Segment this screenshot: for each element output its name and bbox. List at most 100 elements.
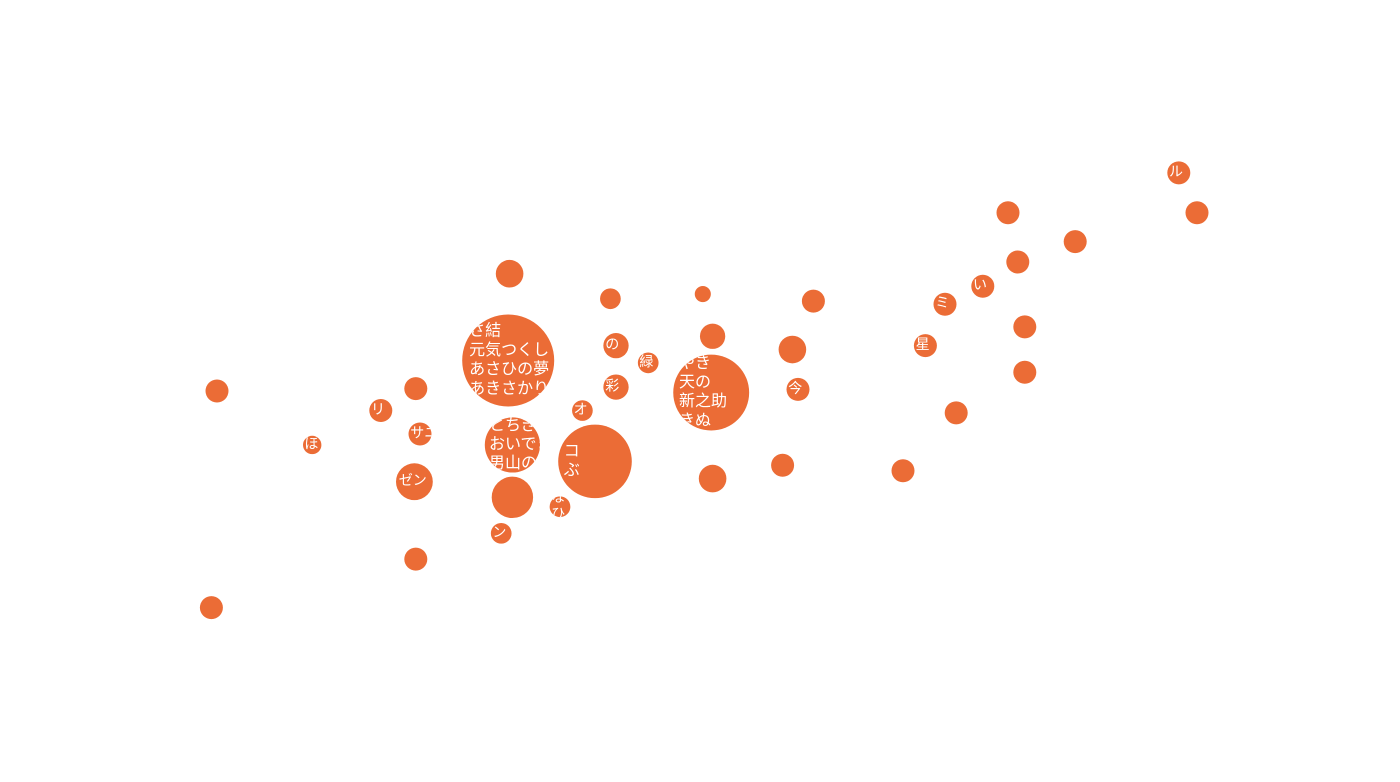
- bubble-point[interactable]: [396, 463, 433, 501]
- bubble-point[interactable]: [786, 377, 810, 401]
- bubble-label: 今: [788, 381, 802, 397]
- bubble-label: あさひの夢: [469, 359, 549, 378]
- bubble-point[interactable]: [462, 314, 555, 407]
- bubble-group[interactable]: [1006, 250, 1030, 274]
- bubble-point[interactable]: [369, 399, 393, 423]
- bubble-label: ぶ: [564, 460, 580, 479]
- bubble-group[interactable]: [404, 377, 428, 401]
- bubble-label: あきさかり: [469, 378, 549, 397]
- bubble-group[interactable]: [1013, 360, 1037, 384]
- bubble-label: ミ: [935, 296, 949, 312]
- bubble-group[interactable]: サニ: [408, 422, 439, 446]
- bubble-label: 男山の: [489, 453, 537, 472]
- bubble-point[interactable]: [996, 201, 1020, 225]
- bubble-point[interactable]: [490, 522, 512, 544]
- bubble-point[interactable]: [484, 417, 540, 473]
- bubble-point[interactable]: [891, 459, 915, 483]
- bubble-point[interactable]: [303, 435, 322, 455]
- bubble-label: さ結: [469, 321, 501, 340]
- bubble-group[interactable]: [1063, 230, 1087, 254]
- bubble-label: きぬ: [679, 410, 711, 429]
- bubble-point[interactable]: [694, 285, 711, 303]
- bubble-point[interactable]: [1063, 230, 1087, 254]
- bubble-point[interactable]: [199, 596, 223, 620]
- bubble-label: おいでま: [489, 434, 553, 453]
- bubble-group[interactable]: [694, 285, 711, 303]
- bubble-group[interactable]: ン: [490, 522, 512, 544]
- bubble-label: コ: [564, 441, 580, 460]
- bubble-point[interactable]: [801, 289, 825, 313]
- bubble-label: ル: [1169, 164, 1183, 180]
- bubble-label: の: [605, 337, 619, 353]
- bubble-group[interactable]: 彩: [603, 374, 629, 400]
- bubble-point[interactable]: [603, 374, 629, 400]
- bubble-point[interactable]: [1013, 360, 1037, 384]
- bubble-point[interactable]: [1167, 161, 1191, 185]
- bubble-group[interactable]: [1013, 315, 1037, 339]
- bubble-point[interactable]: [558, 424, 632, 499]
- bubble-point[interactable]: [1013, 315, 1037, 339]
- bubble-point[interactable]: [495, 259, 524, 288]
- bubble-label: オ: [574, 402, 588, 418]
- bubble-group[interactable]: ゼン: [396, 463, 433, 501]
- bubble-point[interactable]: [603, 332, 629, 359]
- bubble-point[interactable]: [637, 352, 659, 374]
- bubble-point[interactable]: [572, 400, 593, 421]
- bubble-group[interactable]: [600, 288, 621, 310]
- bubble-group[interactable]: [996, 201, 1020, 225]
- bubble-group[interactable]: 緑: [637, 352, 659, 374]
- bubble-group[interactable]: オ: [572, 400, 593, 421]
- bubble-group[interactable]: [404, 547, 428, 571]
- bubble-group[interactable]: [199, 596, 223, 620]
- bubble-group[interactable]: [491, 476, 534, 519]
- bubble-group[interactable]: ほ: [303, 435, 322, 455]
- bubble-group[interactable]: 今: [786, 377, 810, 401]
- bubble-group[interactable]: [698, 464, 727, 493]
- bubble-point[interactable]: [673, 354, 750, 431]
- bubble-point[interactable]: [549, 496, 571, 518]
- bubble-group[interactable]: ミ: [933, 292, 957, 316]
- bubble-point[interactable]: [404, 547, 428, 571]
- bubble-group[interactable]: [495, 259, 524, 288]
- bubble-group[interactable]: [699, 323, 726, 349]
- bubble-point[interactable]: [771, 453, 795, 477]
- bubble-point[interactable]: [698, 464, 727, 493]
- bubble-point[interactable]: [600, 288, 621, 310]
- bubble-group[interactable]: 星: [913, 334, 937, 358]
- bubble-label: い: [973, 278, 987, 294]
- bubble-point[interactable]: [944, 401, 968, 425]
- bubble-group[interactable]: の: [603, 332, 629, 359]
- bubble-group[interactable]: リ: [369, 399, 393, 423]
- bubble-group[interactable]: [1185, 201, 1209, 225]
- bubble-point[interactable]: [404, 377, 428, 401]
- bubble-point[interactable]: [491, 476, 534, 519]
- bubble-group[interactable]: なひ: [549, 490, 571, 523]
- bubble-group[interactable]: コぶ: [558, 424, 632, 499]
- bubble-group[interactable]: [891, 459, 915, 483]
- bubble-group[interactable]: [944, 401, 968, 425]
- bubble-group[interactable]: [771, 453, 795, 477]
- bubble-group[interactable]: [778, 335, 807, 364]
- bubble-point[interactable]: [933, 292, 957, 316]
- bubble-label: 緑: [639, 354, 653, 370]
- bubble-point[interactable]: [408, 422, 432, 446]
- bubble-group[interactable]: い: [971, 274, 995, 298]
- bubble-label: ひ: [551, 507, 565, 523]
- bubble-point[interactable]: [1185, 201, 1209, 225]
- bubble-group[interactable]: ル: [1167, 161, 1191, 185]
- bubble-label: やき: [679, 353, 711, 372]
- bubble-point[interactable]: [699, 323, 726, 349]
- bubble-label: 星: [916, 337, 930, 353]
- bubble-point[interactable]: [205, 379, 229, 403]
- bubble-point[interactable]: [971, 274, 995, 298]
- bubble-label: 新之助: [679, 391, 727, 410]
- bubble-group[interactable]: [205, 379, 229, 403]
- bubble-label: 元気つくし: [469, 340, 549, 359]
- bubble-point[interactable]: [778, 335, 807, 364]
- bubble-point[interactable]: [1006, 250, 1030, 274]
- bubble-point[interactable]: [913, 334, 937, 358]
- bubble-group[interactable]: [801, 289, 825, 313]
